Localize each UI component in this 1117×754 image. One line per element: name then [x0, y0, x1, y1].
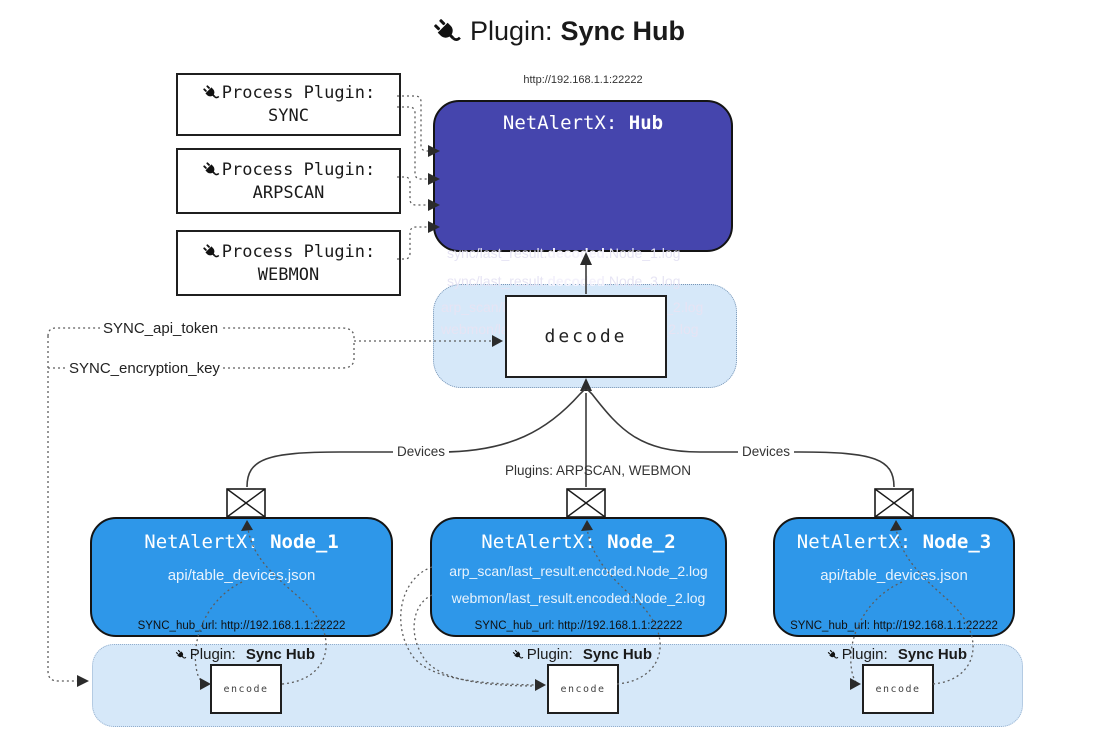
arrow-right-icon	[77, 675, 89, 687]
encode-box: encode	[862, 664, 934, 714]
node-file-line: api/table_devices.json	[820, 567, 968, 584]
encode-box: encode	[210, 664, 282, 714]
process-plugin-name: ARPSCAN	[252, 182, 325, 203]
sync-encryption-key-label: SYNC_encryption_key	[66, 360, 223, 377]
node-file-line: webmon/last_result.encoded.Node_2.log	[451, 590, 706, 606]
plug-icon	[434, 18, 461, 41]
hub-log-line: sync/last_result.decoded.Node_1.log	[447, 245, 681, 261]
hub-box: NetAlertX: Hub sync/last_result.decoded.…	[433, 100, 733, 337]
plug-icon	[203, 85, 220, 99]
edge-label-devices-right: Devices	[738, 444, 795, 459]
edge-webmon-to-hub	[397, 226, 434, 260]
envelope-icon	[566, 488, 606, 518]
plug-icon	[512, 649, 524, 659]
hub-url: http://192.168.1.1:22222	[523, 74, 643, 86]
plug-icon	[203, 161, 220, 175]
node-hub-url: SYNC_hub_url: http://192.168.1.1:22222	[474, 620, 683, 632]
process-plugin-webmon: Process Plugin: WEBMON	[176, 230, 401, 296]
plug-icon	[827, 649, 839, 659]
node-file-line: api/table_devices.json	[167, 567, 316, 584]
hub-log-line: sync/last_result.decoded.Node_3.log	[447, 273, 681, 289]
node-title: NetAlertX: Node_2	[481, 531, 676, 553]
band-plugin-label: Plugin: Sync Hub	[512, 646, 652, 663]
hub-title-name: Hub	[628, 112, 664, 134]
band-plugin-label: Plugin: Sync Hub	[175, 646, 315, 663]
hub-title: NetAlertX: Hub	[435, 112, 731, 134]
band-plugin-label: Plugin: Sync Hub	[827, 646, 967, 663]
decode-box: decode	[505, 295, 667, 378]
edge-label-plugins: Plugins: ARPSCAN, WEBMON	[505, 463, 692, 478]
node-1-box: NetAlertX: Node_1 api/table_devices.json…	[90, 517, 393, 637]
envelope-icon	[874, 488, 914, 518]
node-title: NetAlertX: Node_3	[796, 531, 992, 553]
node-2-box: NetAlertX: Node_2 arp_scan/last_result.e…	[430, 517, 727, 637]
process-plugin-name: WEBMON	[257, 264, 320, 285]
edge-tokens-to-encode-band	[47, 336, 77, 682]
edge-label-devices-left: Devices	[393, 444, 450, 459]
page-title: Plugin: Sync Hub	[0, 16, 1117, 47]
process-plugin-label: Process Plugin:	[221, 83, 376, 103]
edge-arpscan-to-hub	[397, 176, 434, 206]
title-name: Sync Hub	[560, 16, 686, 46]
envelope-icon	[226, 488, 266, 518]
process-plugin-arpscan: Process Plugin: ARPSCAN	[176, 148, 401, 214]
title-prefix: Plugin:	[469, 16, 553, 46]
encode-box: encode	[547, 664, 619, 714]
node-hub-url: SYNC_hub_url: http://192.168.1.1:22222	[790, 620, 998, 632]
node-title: NetAlertX: Node_1	[144, 531, 339, 553]
node-hub-url: SYNC_hub_url: http://192.168.1.1:22222	[137, 620, 346, 632]
plug-icon	[203, 243, 220, 257]
sync-api-token-label: SYNC_api_token	[100, 320, 222, 337]
hub-title-prefix: NetAlertX:	[502, 112, 618, 134]
node-3-box: NetAlertX: Node_3 api/table_devices.json…	[773, 517, 1015, 637]
decode-label: decode	[544, 326, 628, 347]
process-plugin-name: SYNC	[268, 106, 309, 126]
process-plugin-sync: Process Plugin: SYNC	[176, 73, 401, 136]
process-plugin-label: Process Plugin:	[221, 159, 376, 180]
plug-icon	[175, 649, 187, 659]
node-file-line: arp_scan/last_result.encoded.Node_2.log	[449, 563, 708, 579]
edge-sync-to-hub-1	[397, 95, 434, 152]
process-plugin-label: Process Plugin:	[221, 241, 376, 262]
edge-sync-to-hub-2	[397, 106, 434, 180]
